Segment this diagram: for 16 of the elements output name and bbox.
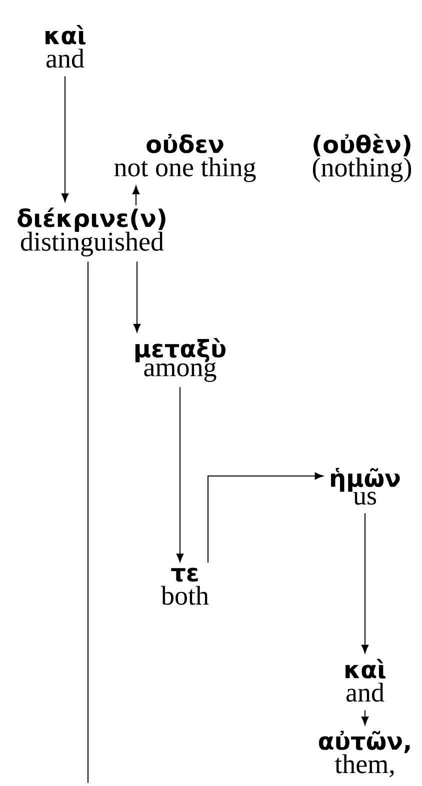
word-gloss: διέκρινε(ν) distinguished: [18, 208, 166, 256]
word-gloss: αὐτῶν, them,: [319, 730, 410, 778]
word-gloss: οὐδεν not one thing: [114, 134, 256, 182]
arrow: [61, 76, 69, 202]
word-gloss: μεταξὺ among: [135, 338, 226, 382]
arrow: [132, 186, 140, 206]
word-gloss: ἡμῶν us: [331, 468, 400, 505]
word-gloss: τε both: [161, 568, 209, 605]
arrow: [208, 472, 324, 564]
word-gloss: καὶ and: [46, 24, 86, 68]
word-gloss: καὶ and: [346, 658, 386, 702]
arrow: [361, 710, 369, 726]
arrow: [361, 512, 369, 654]
arrow: [133, 261, 141, 332]
alternate-gloss: (οὐθὲν) (nothing): [312, 134, 412, 182]
arrow: [176, 386, 184, 562]
